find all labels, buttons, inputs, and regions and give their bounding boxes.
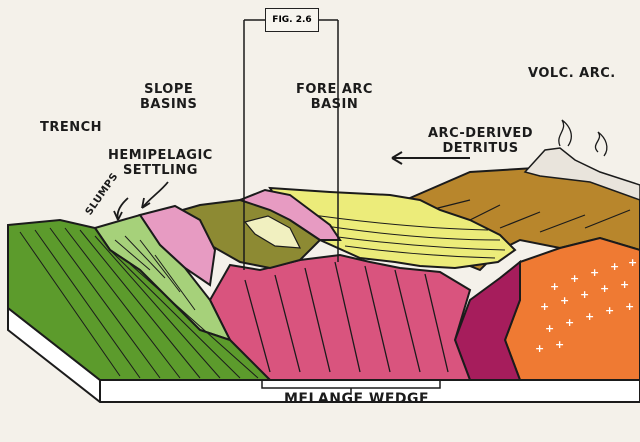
fore-arc-basin-line-2: BASIN: [310, 97, 359, 112]
svg-text:+: +: [620, 278, 629, 291]
arc-derived-line-2: DETRITUS: [442, 141, 519, 156]
svg-text:+: +: [565, 316, 574, 329]
slope-basins-label: SLOPE BASINS: [140, 82, 197, 112]
arc-derived-line-1: ARC-DERIVED: [428, 126, 534, 141]
svg-text:+: +: [570, 272, 579, 285]
svg-text:+: +: [628, 256, 637, 269]
arc-basement: [503, 236, 640, 381]
svg-text:+: +: [555, 338, 564, 351]
hemipelagic-arrow: [141, 181, 169, 209]
trench-label: TRENCH: [40, 120, 103, 135]
hemipelagic-settling-label: HEMIPELAGIC SETTLING: [108, 148, 213, 178]
svg-text:+: +: [590, 266, 599, 279]
svg-text:+: +: [585, 310, 594, 323]
slope-basins-line-1: SLOPE: [144, 82, 194, 97]
slope-basins-line-2: BASINS: [140, 97, 198, 112]
figure-reference-box: FIG. 2.6: [265, 8, 319, 32]
fore-arc-basin-line-1: FORE ARC: [296, 82, 373, 97]
volcano: [523, 147, 640, 201]
hemipelagic-line-2: SETTLING: [122, 163, 198, 178]
svg-text:+: +: [610, 260, 619, 273]
svg-text:+: +: [540, 300, 549, 313]
magenta-unit: [453, 259, 522, 381]
svg-text:+: +: [600, 282, 609, 295]
arc-derived-detritus-label: ARC-DERIVED DETRITUS: [428, 126, 533, 156]
volc-arc-label: VOLC. ARC.: [528, 66, 616, 81]
svg-text:+: +: [545, 322, 554, 335]
hemipelagic-line-1: HEMIPELAGIC: [108, 148, 213, 163]
svg-text:+: +: [625, 300, 634, 313]
figure-bracket: [243, 19, 339, 270]
svg-text:+: +: [550, 280, 559, 293]
svg-text:+: +: [605, 304, 614, 317]
melange-bracket: [261, 380, 441, 394]
pink-slope: [237, 188, 342, 241]
svg-text:+: +: [560, 294, 569, 307]
fore-arc-basin-label: FORE ARC BASIN: [296, 82, 373, 112]
melange-wedge-label: MELANGE WEDGE: [284, 391, 430, 407]
svg-text:+: +: [535, 342, 544, 355]
basin-pale-fill: [243, 215, 302, 249]
svg-text:+: +: [580, 288, 589, 301]
